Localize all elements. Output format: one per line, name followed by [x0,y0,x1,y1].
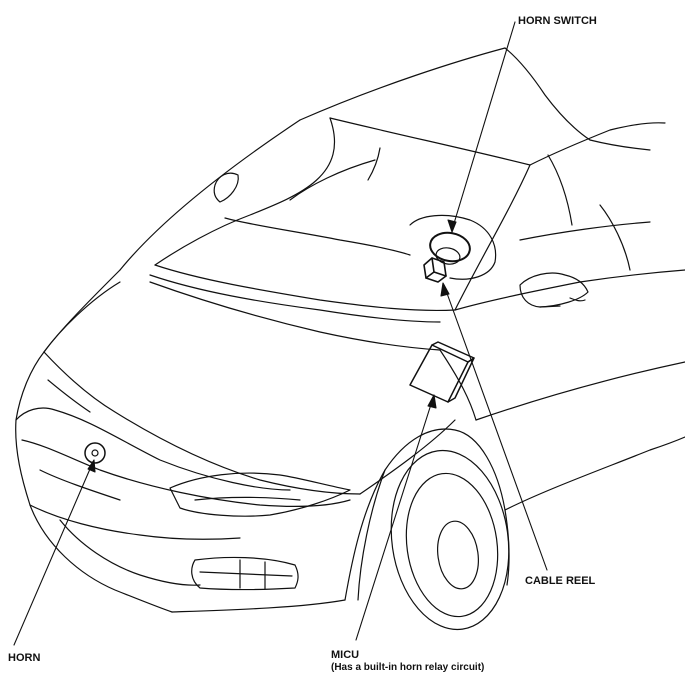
car-body [15,47,685,613]
headlight [169,472,351,517]
right-mirror [519,272,589,308]
micu-leader [355,397,434,641]
left-mirror [213,172,239,203]
horn-switch-icon [429,231,471,263]
micu-note-label: (Has a built-in horn relay circuit) [331,662,485,673]
horn-icon [84,442,106,464]
micu-label: MICU [331,649,360,661]
cable-reel-icon [423,257,447,283]
cable-reel-label: CABLE REEL [525,575,596,587]
steering-area [409,214,497,283]
micu-icon [409,341,475,403]
cable-reel-leader [443,284,548,571]
front-fascia [15,407,351,591]
leader-lines [13,21,548,646]
roof-side [454,47,685,311]
horn-leader [13,461,94,646]
horn-switch-leader [451,21,516,231]
horn-label: HORN [8,652,41,664]
windshield [149,117,531,323]
hood [43,281,477,495]
horn-switch-label: HORN SWITCH [518,15,597,27]
fog-lamp [191,556,299,591]
front-wheel [357,449,510,631]
